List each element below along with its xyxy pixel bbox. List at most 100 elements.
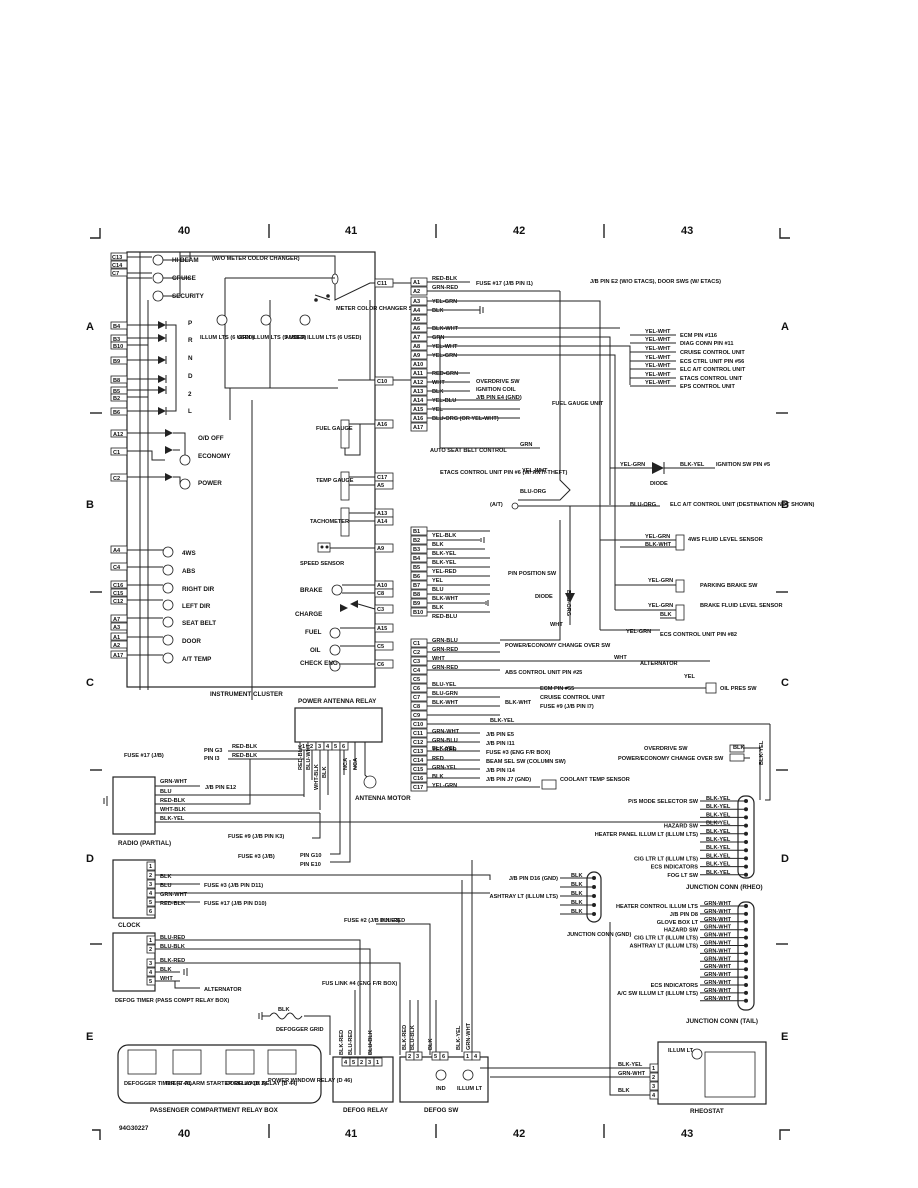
svg-text:C14: C14 (413, 758, 424, 764)
svg-text:YEL: YEL (432, 578, 443, 584)
grid-col-43: 43 (681, 225, 693, 237)
svg-text:WHT: WHT (432, 380, 445, 386)
svg-text:J/B PIN E2 (W/O ETACS), DOOR S: J/B PIN E2 (W/O ETACS), DOOR SWS (W/ ETA… (590, 279, 721, 285)
jc-gnd-wire: BLK (571, 882, 583, 888)
svg-text:ECM PIN #116: ECM PIN #116 (680, 333, 717, 339)
grid-col-41: 41 (345, 225, 357, 237)
svg-text:J/B PIN J7 (GND): J/B PIN J7 (GND) (486, 777, 531, 783)
temp-gauge-coil (340, 471, 350, 501)
svg-text:A11: A11 (413, 371, 423, 377)
jc-tail-dest: CIG LTR LT (ILLUM LTS) (634, 936, 698, 942)
grid-col-41-bottom: 41 (345, 1128, 357, 1140)
svg-text:RED-BLK: RED-BLK (160, 798, 185, 804)
svg-text:GRN-WHT: GRN-WHT (618, 1071, 646, 1077)
svg-text:YEL-BLK: YEL-BLK (432, 533, 456, 539)
svg-text:YEL-GRN: YEL-GRN (645, 534, 670, 540)
svg-text:5: 5 (352, 1060, 355, 1066)
svg-text:JUNCTION CONN (RHEO): JUNCTION CONN (RHEO) (686, 884, 763, 891)
svg-text:AUTO SEAT BELT CONTROL: AUTO SEAT BELT CONTROL (430, 448, 507, 454)
jc-tail-dest: ASHTRAY LT (ILLUM LTS) (630, 944, 699, 950)
jc-rheo-row: BLK-YEL (700, 845, 748, 853)
svg-text:B6: B6 (413, 574, 420, 580)
left-dir-lamp-icon (162, 599, 174, 611)
grid-row-b-left: B (86, 499, 94, 511)
svg-text:YEL-WHT: YEL-WHT (645, 355, 671, 361)
svg-text:B5: B5 (113, 389, 120, 395)
svg-text:DOOR LOCK RELAY (B 44): DOOR LOCK RELAY (B 44) (226, 1081, 297, 1087)
jc-tail-wire: GRN-WHT (704, 980, 732, 986)
svg-text:BLK: BLK (733, 745, 745, 751)
jc-tail-dest: GLOVE BOX LT (657, 920, 699, 926)
right-dir-lamp-icon (162, 582, 174, 594)
economy-lamp-icon (179, 454, 191, 466)
jc-rheo-wire: BLK-YEL (706, 837, 731, 843)
svg-text:2: 2 (360, 1060, 363, 1066)
svg-text:P: P (188, 320, 192, 327)
svg-text:C4: C4 (113, 565, 121, 571)
defog-sw-pins: 2 3 5 6 1 4 (405, 1051, 481, 1061)
svg-text:PASSENGER COMPARTMENT RELAY BO: PASSENGER COMPARTMENT RELAY BOX (150, 1107, 279, 1114)
svg-text:2: 2 (408, 1054, 411, 1060)
grid-row-b-right: B (781, 499, 789, 511)
svg-text:WHT: WHT (160, 976, 173, 982)
at-temp-lamp-icon (162, 652, 174, 664)
jc-tail-row: GRN-WHT (700, 996, 748, 1003)
svg-text:BLK-WHT: BLK-WHT (432, 596, 459, 602)
svg-text:POWER: POWER (198, 480, 222, 487)
svg-text:RED-BLK: RED-BLK (232, 753, 257, 759)
amber-illum-lamp-icon (299, 314, 311, 326)
svg-text:BLK: BLK (660, 612, 672, 618)
svg-text:C5: C5 (377, 644, 384, 650)
diode-icon (565, 593, 575, 603)
svg-text:J/B PIN I14: J/B PIN I14 (486, 768, 516, 774)
jc-tail-dest: J/B PIN D8 (670, 912, 698, 918)
svg-text:FUSE #3 (J/B PIN D11): FUSE #3 (J/B PIN D11) (204, 883, 263, 889)
svg-text:POWER/ECONOMY CHANGE OVER SW: POWER/ECONOMY CHANGE OVER SW (505, 643, 611, 649)
svg-text:1: 1 (652, 1066, 655, 1072)
svg-text:FUSE #17 (J/B): FUSE #17 (J/B) (124, 753, 164, 759)
svg-text:B4: B4 (113, 324, 121, 330)
svg-text:3: 3 (368, 1060, 371, 1066)
svg-text:C1: C1 (113, 450, 120, 456)
svg-text:FUSE #3 (ENG F/R BOX): FUSE #3 (ENG F/R BOX) (486, 750, 550, 756)
svg-text:WHT: WHT (614, 655, 627, 661)
svg-text:FUEL GAUGE UNIT: FUEL GAUGE UNIT (552, 401, 604, 407)
security-label: SECURITY (172, 293, 205, 300)
jc-tail-dest: ECS INDICATORS (651, 983, 699, 989)
svg-text:B7: B7 (413, 583, 420, 589)
svg-text:C7: C7 (112, 271, 119, 277)
svg-text:ALTERNATOR: ALTERNATOR (640, 661, 678, 667)
svg-text:YEL-WHT: YEL-WHT (522, 468, 548, 474)
svg-text:6: 6 (149, 909, 152, 915)
svg-text:1: 1 (149, 864, 152, 870)
svg-text:C16: C16 (113, 583, 123, 589)
amber-illum-label: AMBER ILLUM LTS (6 USED) (285, 335, 361, 341)
jc-rheo-wire: BLK-YEL (706, 821, 731, 827)
lower-left-pins: A4 C4 C16 C15 C12 A7 A3 A1 A2 A17 (110, 545, 128, 659)
svg-text:OVERDRIVE SW: OVERDRIVE SW (476, 379, 520, 385)
svg-text:GRN-BLU: GRN-BLU (432, 638, 458, 644)
svg-text:BLK: BLK (432, 542, 444, 548)
svg-text:C8: C8 (377, 591, 384, 597)
svg-text:3: 3 (652, 1084, 655, 1090)
prndl-pins: B4 B3 B10 B9 B8 B5 B2 B6 (110, 321, 128, 416)
svg-text:RED-BLK: RED-BLK (160, 901, 185, 907)
jc-rheo-row: BLK-YEL (700, 812, 748, 820)
svg-text:A12: A12 (113, 432, 123, 438)
jc-tail-wire: GRN-WHT (704, 988, 732, 994)
cruise-lamp-icon (152, 272, 164, 284)
svg-text:EPS CONTROL UNIT: EPS CONTROL UNIT (680, 384, 735, 390)
ground-icon (480, 537, 489, 606)
svg-text:A1: A1 (413, 280, 420, 286)
grid-col-40-bottom: 40 (178, 1128, 190, 1140)
svg-text:A17: A17 (413, 425, 423, 431)
svg-text:B10: B10 (113, 344, 123, 350)
svg-text:BLK-RED: BLK-RED (402, 1025, 408, 1050)
svg-text:1: 1 (302, 744, 305, 750)
svg-text:FUEL: FUEL (305, 629, 322, 636)
svg-text:2: 2 (149, 947, 152, 953)
